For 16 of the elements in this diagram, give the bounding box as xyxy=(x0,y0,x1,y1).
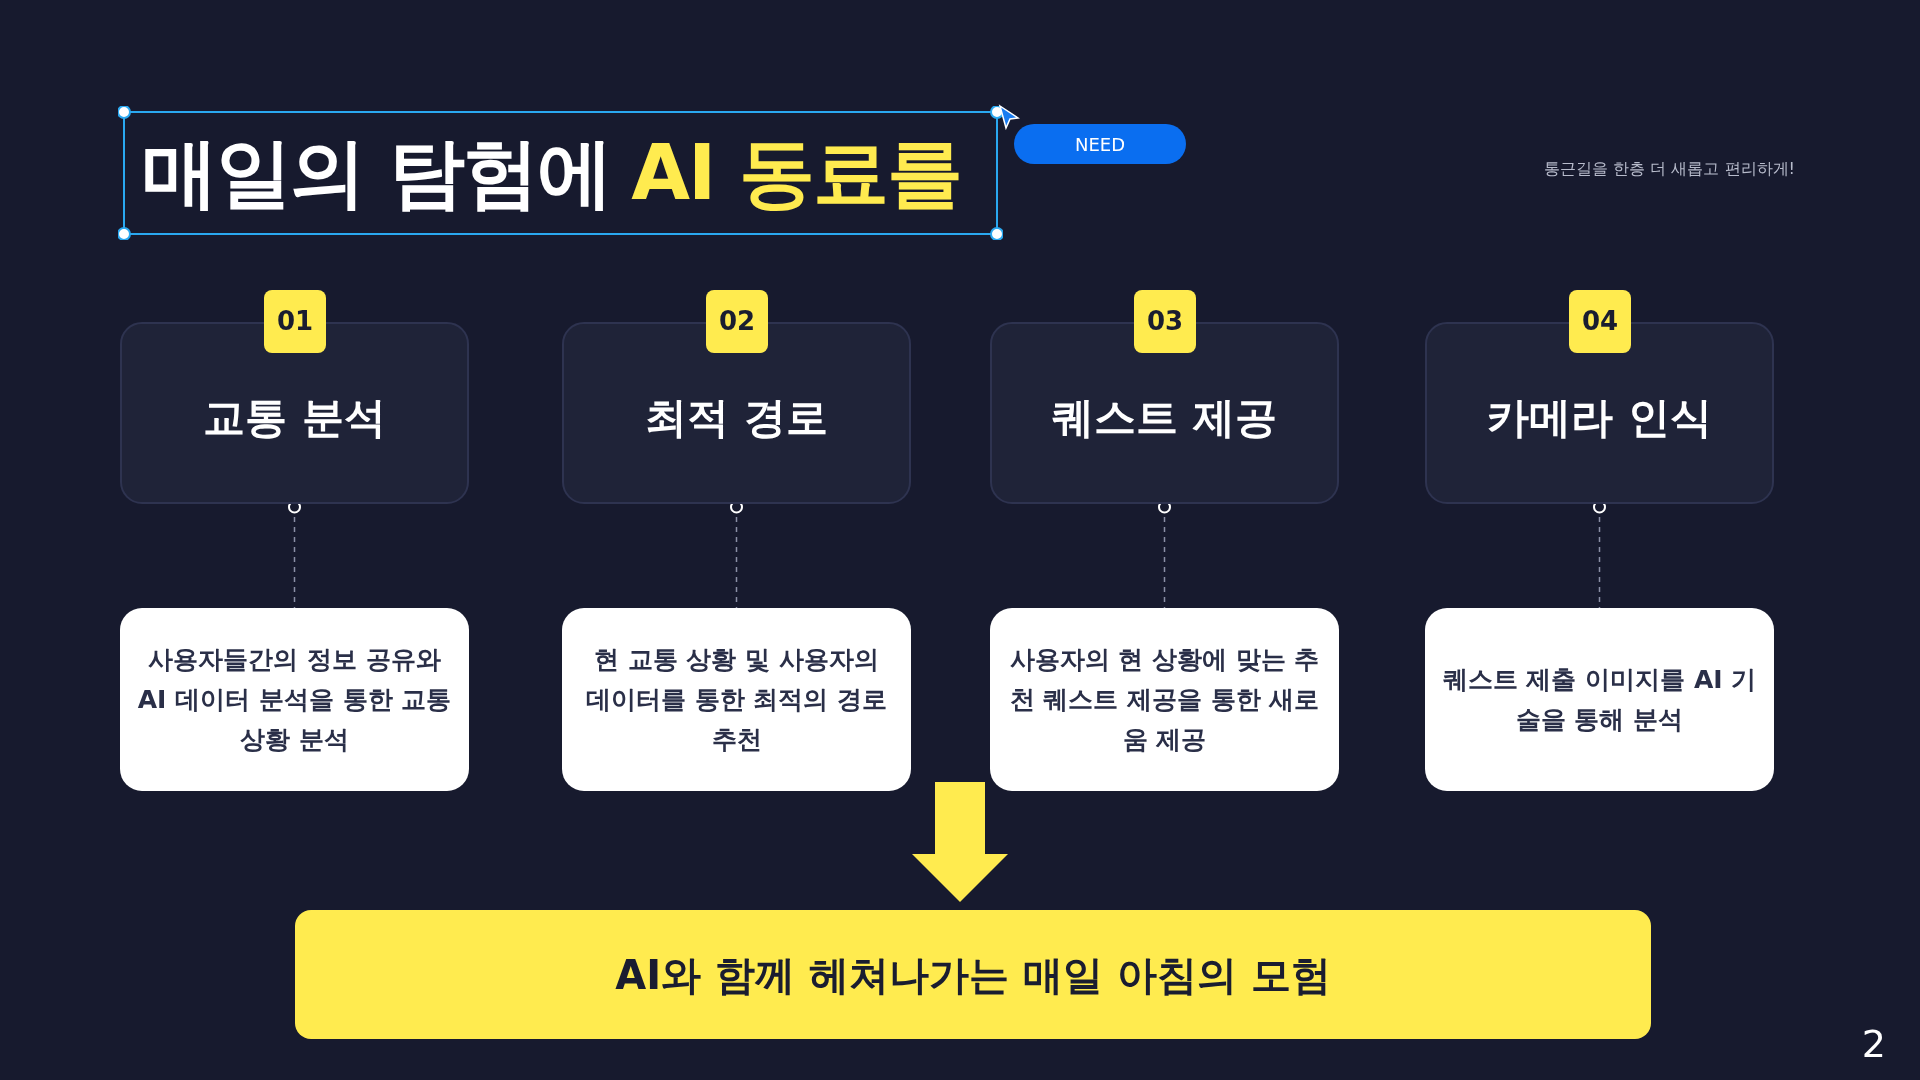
number-badge: 03 xyxy=(1134,290,1196,353)
title-highlight: AI 동료를 xyxy=(631,135,962,211)
number-badge: 04 xyxy=(1569,290,1631,353)
description-card: 퀘스트 제출 이미지를 AI 기술을 통해 분석 xyxy=(1425,608,1774,791)
page-number: 2 xyxy=(1861,1021,1886,1068)
title-text: 매일의 탐험에 xyxy=(142,135,612,211)
number-badge: 02 xyxy=(706,290,768,353)
number-badge: 01 xyxy=(264,290,326,353)
tagline-text: 통근길을 한층 더 새롭고 편리하게! xyxy=(1544,158,1795,180)
tag-pill: NEED xyxy=(1014,124,1186,164)
description-card: 사용자들간의 정보 공유와 AI 데이터 분석을 통한 교통 상황 분석 xyxy=(120,608,469,791)
description-card: 현 교통 상황 및 사용자의 데이터를 통한 최적의 경로 추천 xyxy=(562,608,911,791)
selected-title-frame xyxy=(118,106,1003,240)
block-arrow xyxy=(912,782,1008,902)
description-card: 사용자의 현 상황에 맞는 추천 퀘스트 제공을 통한 새로움 제공 xyxy=(990,608,1339,791)
summary-banner: AI와 함께 헤쳐나가는 매일 아침의 모험 xyxy=(295,910,1651,1039)
